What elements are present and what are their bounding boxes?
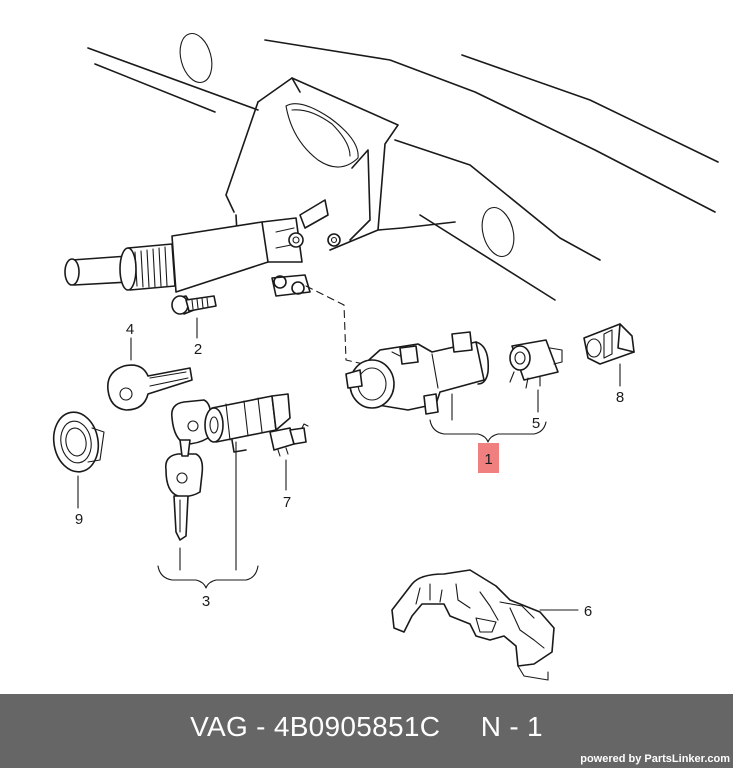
highlight-box <box>478 443 499 473</box>
lock-cylinder-set <box>164 393 291 541</box>
part-info-footer: VAG - 4B0905851C N - 1 powered by PartsL… <box>0 694 733 768</box>
callout-9: 9 <box>75 511 83 528</box>
callout-5: 5 <box>532 415 540 432</box>
position-label: N - 1 <box>480 711 543 742</box>
powered-by-link[interactable]: powered by PartsLinker.com <box>580 753 730 765</box>
callout-8: 8 <box>616 389 624 406</box>
steering-shaft <box>64 217 341 297</box>
part-number: 4B0905851C <box>273 711 441 742</box>
bolt <box>171 295 217 315</box>
ignition-switch <box>509 339 563 389</box>
callout-3: 3 <box>202 593 210 610</box>
assembly-guide-line <box>305 285 373 367</box>
part-line: VAG - 4B0905851C N - 1 <box>0 711 733 743</box>
callout-labels: 2 4 9 3 7 5 8 6 <box>75 321 624 620</box>
column-support-frame <box>87 32 719 301</box>
connector-housing <box>583 323 635 365</box>
parts-diagram: 2 4 9 3 7 5 8 6 1 <box>52 32 719 681</box>
brand-separator: - <box>248 711 274 742</box>
key-blank <box>107 364 193 411</box>
callout-4: 4 <box>126 321 134 338</box>
trim-ring <box>52 411 105 473</box>
highlighted-callout[interactable]: 1 <box>478 443 499 473</box>
callout-2: 2 <box>194 341 202 358</box>
trim-shroud <box>391 569 555 681</box>
callout-7: 7 <box>283 494 291 511</box>
callout-6: 6 <box>584 603 592 620</box>
brand-label: VAG <box>190 711 249 742</box>
ignition-lock-housing <box>345 331 490 415</box>
callout-1[interactable]: 1 <box>484 451 492 468</box>
micro-switch <box>269 423 309 457</box>
